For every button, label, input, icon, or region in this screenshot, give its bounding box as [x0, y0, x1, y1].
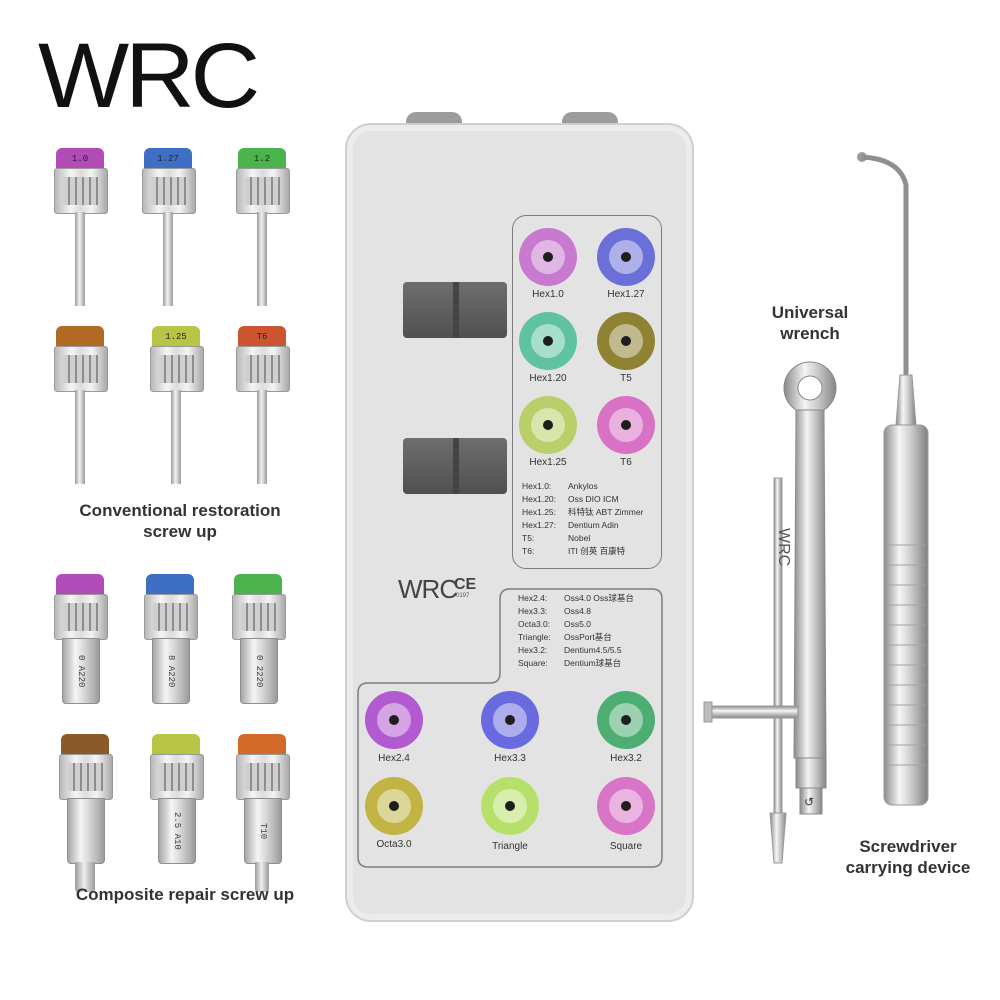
brand-logo: WRC [38, 25, 260, 127]
socket-hex3-3 [481, 691, 539, 749]
caption-wrench: Universal wrench [771, 303, 849, 343]
socket-label: Square [609, 841, 643, 852]
socket-label: Hex3.2 [610, 753, 642, 764]
bit-cap [56, 574, 104, 596]
socket-label: Hex1.0 [532, 289, 564, 300]
box-latch-right [562, 112, 618, 126]
bit-sleeve: 0 A220 [62, 638, 100, 704]
legend-row: Hex1.27:Dentium Adin [522, 520, 619, 530]
bit-cap: 1.27 [144, 148, 192, 170]
socket-label: Hex1.27 [607, 289, 645, 300]
caption-carrier: Screwdriver carrying device [845, 837, 971, 877]
socket-label: Hex1.25 [529, 457, 567, 468]
caption-conventional: Conventional restoration screw up [79, 501, 281, 541]
bit-cap: 1.2 [238, 148, 286, 170]
socket-hex2-4 [365, 691, 423, 749]
socket-t6 [597, 396, 655, 454]
bit-sleeve [67, 798, 105, 864]
box-latch-left [406, 112, 462, 126]
bit-cap [146, 574, 194, 596]
socket-hex1-20 [519, 312, 577, 370]
upper-legend: Hex1.0:Ankylos Hex1.20:Oss DIO ICM Hex1.… [522, 480, 643, 558]
bit-cap: 1.25 [152, 326, 200, 348]
legend-row: Hex1.20:Oss DIO ICM [522, 494, 619, 504]
socket-hex1-0 [519, 228, 577, 286]
ce-mark: CE [454, 576, 477, 593]
upper-socket-panel [512, 215, 662, 569]
bit-sleeve: 8 A220 [152, 638, 190, 704]
legend-row: Hex3.3:Oss4.8 [518, 606, 591, 616]
tool-holder-bottom [403, 438, 507, 494]
ce-number: 0197 [456, 593, 470, 599]
socket-label: Hex1.20 [529, 373, 567, 384]
legend-row: Square:Dentium球基台 [518, 658, 622, 668]
bit-cap: 1.0 [56, 148, 104, 170]
socket-square [597, 777, 655, 835]
legend-row: Hex3.2:Dentium4.5/5.5 [518, 645, 622, 655]
wrench-marking: WRC [775, 528, 792, 567]
socket-octa3-0 [365, 777, 423, 835]
universal-wrench: ↺ [703, 361, 837, 864]
box-logo: WRC [398, 574, 458, 604]
socket-hex3-2 [597, 691, 655, 749]
socket-label: T6 [620, 457, 632, 468]
legend-row: Hex2.4:Oss4.0 Oss球基台 [518, 593, 634, 603]
tool-holder-top [403, 282, 507, 338]
composite-bits-group: 0 A220 8 A220 0 2220 2.5 A10 T10 [0, 560, 320, 892]
socket-label: Hex2.4 [378, 753, 410, 764]
bit-cap [238, 734, 286, 756]
legend-row: Octa3.0:Oss5.0 [518, 619, 591, 629]
legend-row: T6:ITI 创英 百康特 [522, 546, 626, 556]
caption-composite: Composite repair screw up [75, 885, 295, 904]
bit-cap [61, 734, 109, 756]
socket-label: Hex3.3 [494, 753, 526, 764]
socket-label: Triangle [492, 841, 528, 852]
bit-cap [56, 326, 104, 348]
legend-row: Triangle:OssPort基台 [518, 632, 612, 642]
screwdriver-carrying-device [857, 152, 929, 806]
socket-label: Octa3.0 [376, 839, 412, 850]
bit-sleeve: T10 [244, 798, 282, 864]
legend-row: Hex1.0:Ankylos [522, 481, 598, 491]
socket-triangle [481, 777, 539, 835]
bit-cap [234, 574, 282, 596]
socket-label: T5 [620, 373, 632, 384]
bit-cap: T6 [238, 326, 286, 348]
lower-socket-panel [357, 588, 663, 868]
bit-sleeve: 2.5 A10 [158, 798, 196, 864]
svg-text:↺: ↺ [804, 795, 814, 809]
socket-t5 [597, 312, 655, 370]
socket-hex1-27 [597, 228, 655, 286]
socket-hex1-25 [519, 396, 577, 454]
legend-row: Hex1.25:科特钛 ABT Zimmer [522, 507, 644, 517]
bit-sleeve: 0 2220 [240, 638, 278, 704]
bit-cap [152, 734, 200, 756]
lower-legend: Hex2.4:Oss4.0 Oss球基台 Hex3.3:Oss4.8 Octa3… [518, 592, 634, 670]
legend-row: T5:Nobel [522, 533, 591, 543]
conventional-bits-group: 1.0 1.27 1.2 1.25 T6 [0, 0, 320, 484]
